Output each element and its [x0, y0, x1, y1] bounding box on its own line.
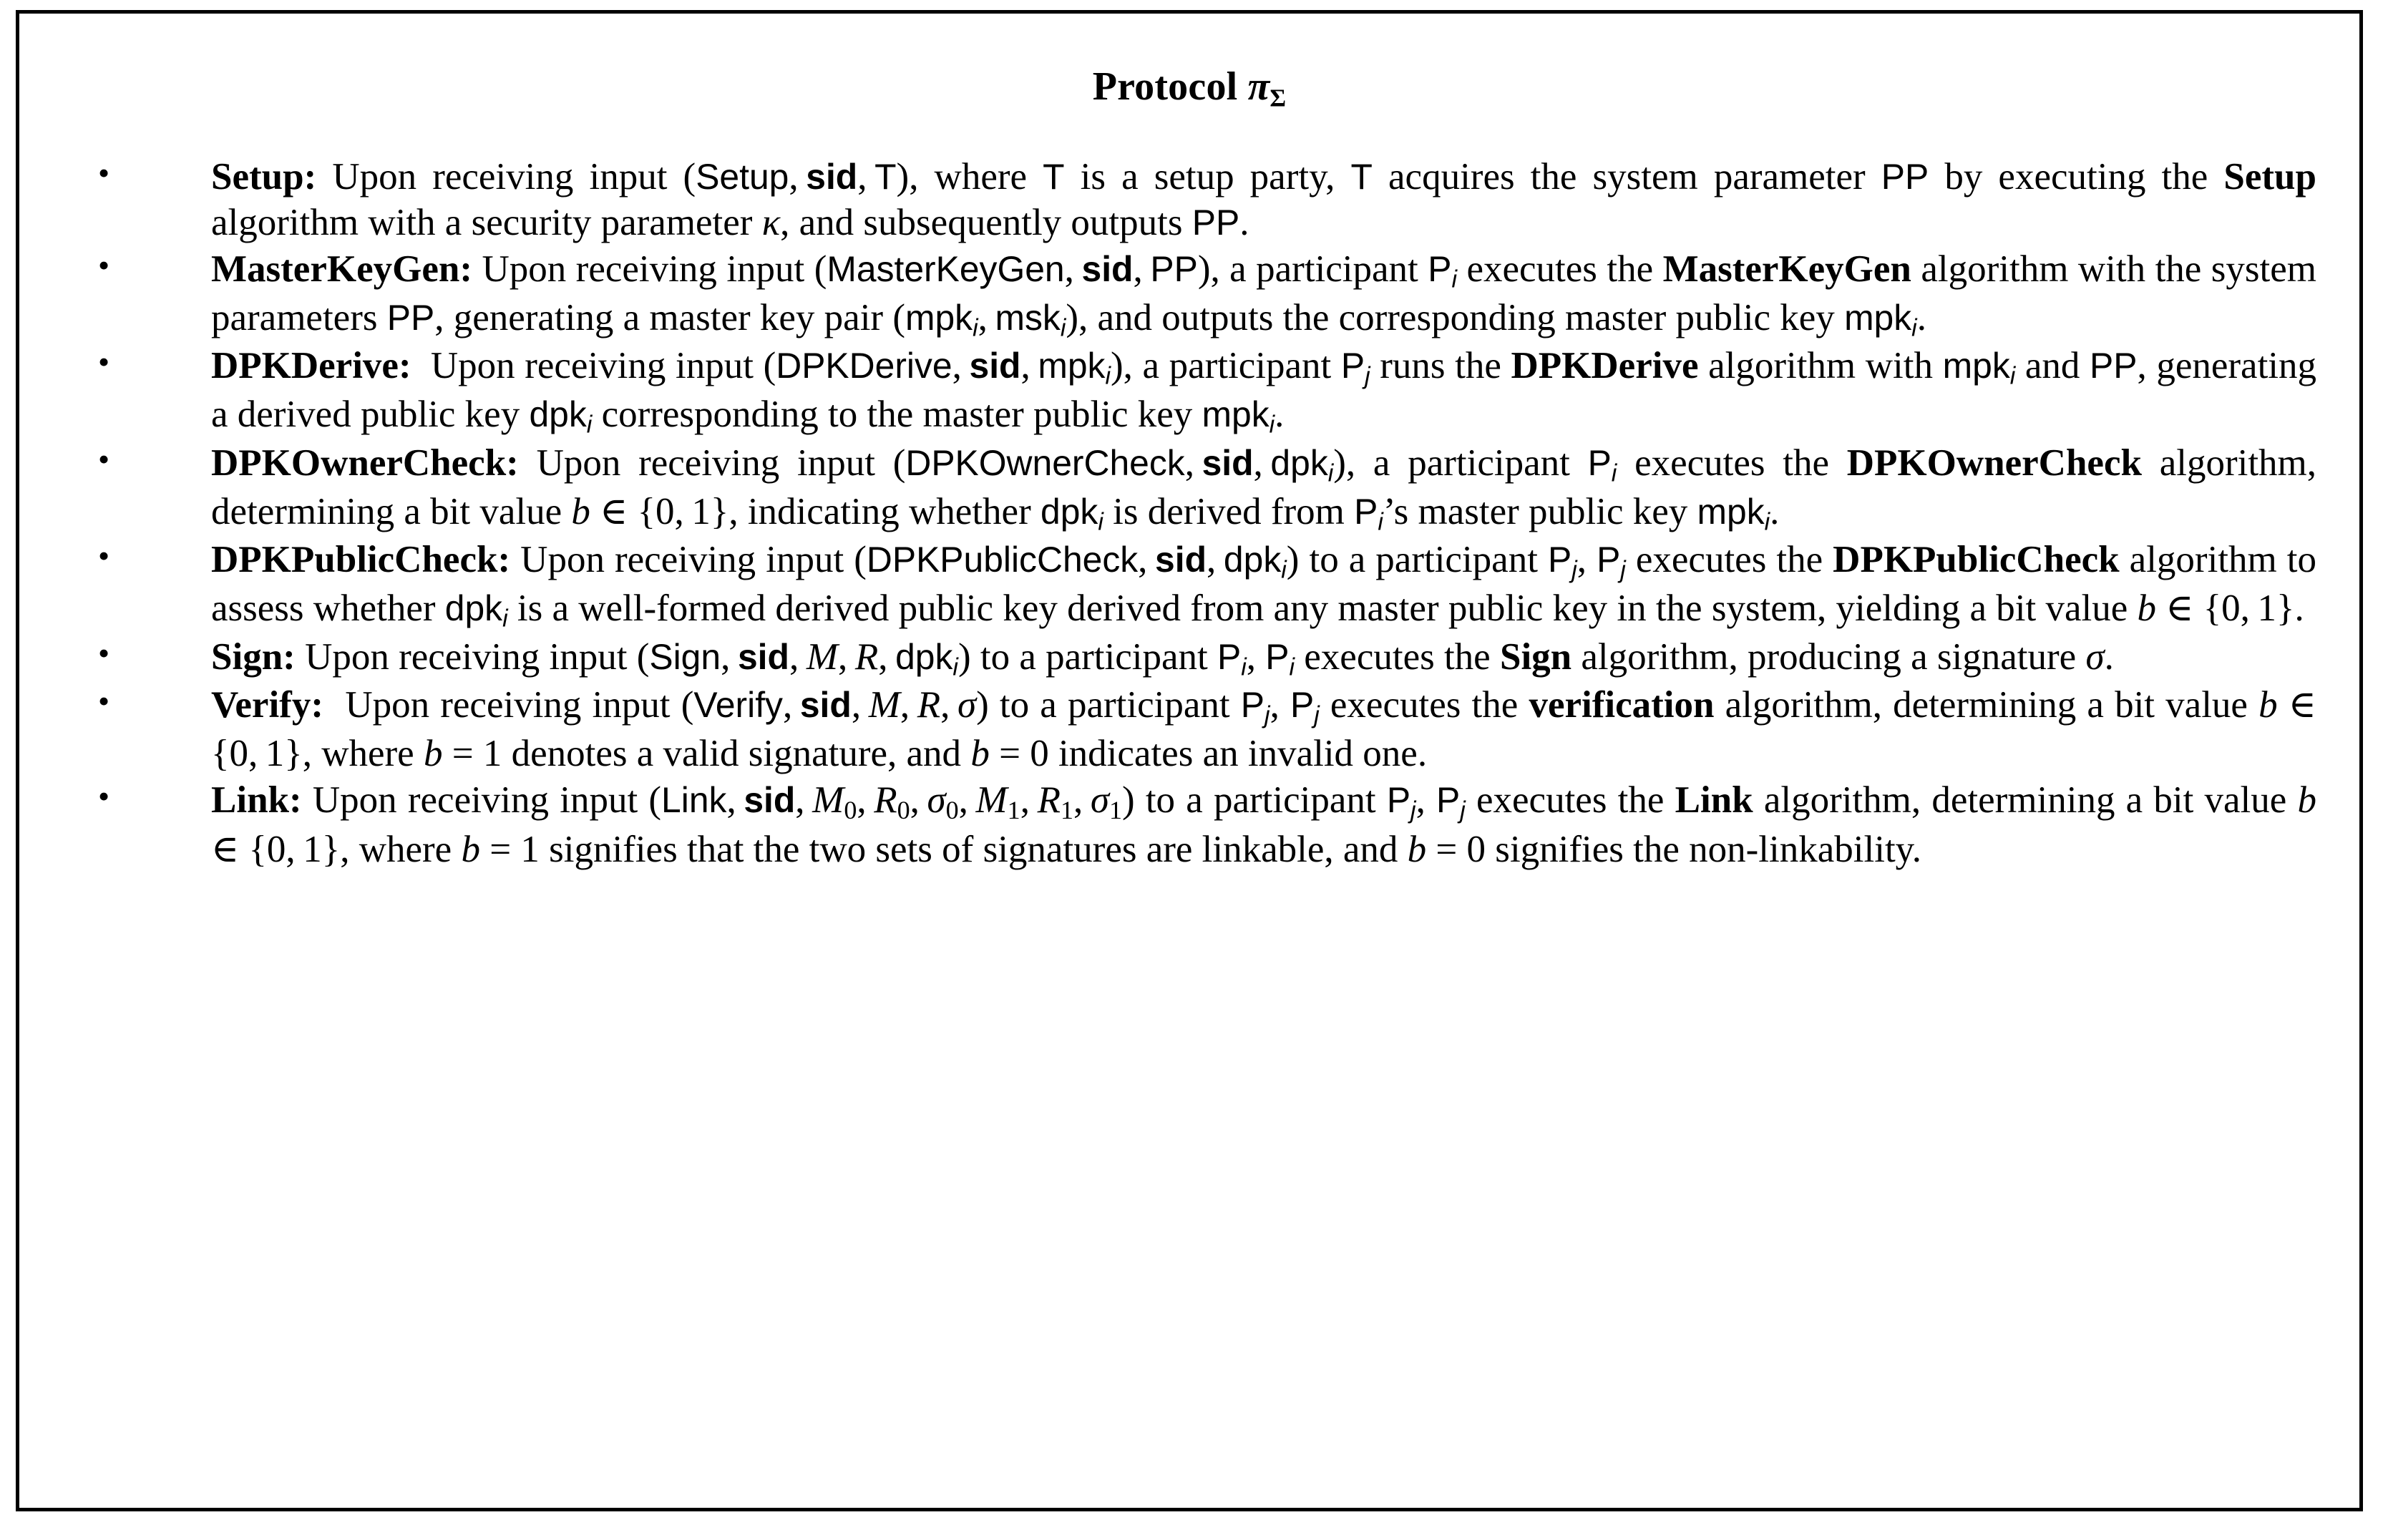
term-description: Upon receiving input (MasterKeyGen, sid,…: [211, 248, 2317, 342]
term-description: Upon receiving input (Sign, sid, M, R, d…: [305, 635, 2114, 681]
term-label: DPKPublicCheck:: [211, 539, 511, 581]
term-description: Upon receiving input (Link, sid, M0, R0,…: [211, 779, 2316, 870]
pi-glyph: π: [1247, 64, 1270, 109]
pi-symbol: πΣ: [1247, 64, 1287, 112]
term-description: Upon receiving input (DPKDerive, sid, mp…: [211, 345, 2317, 439]
term-label: MasterKeyGen:: [211, 248, 472, 290]
term-description: Upon receiving input (Verify, sid, M, R,…: [211, 684, 2317, 775]
term-label: Setup:: [211, 155, 317, 198]
term-label: DPKDerive:: [211, 345, 411, 387]
protocol-figure-box: Protocol πΣ Setup: Upon receiving input …: [16, 10, 2363, 1511]
term-description: Upon receiving input (DPKPublicCheck, si…: [211, 539, 2317, 633]
list-item-sign: Sign: Upon receiving input (Sign, sid, M…: [19, 633, 2359, 683]
term-description: Upon receiving input (DPKOwnerCheck, sid…: [211, 442, 2317, 536]
list-item-dpkownercheck: DPKOwnerCheck: Upon receiving input (DPK…: [19, 439, 2359, 537]
list-item-setup: Setup: Upon receiving input (Setup, sid,…: [19, 152, 2359, 246]
term-description: Upon receiving input (Setup, sid, T), wh…: [211, 155, 2316, 244]
title-prefix: Protocol: [1092, 64, 1238, 109]
list-item-verify: Verify: Upon receiving input (Verify, si…: [19, 681, 2359, 776]
protocol-interface-list: Setup: Upon receiving input (Setup, sid,…: [19, 152, 2359, 872]
sigma-subscript: Σ: [1270, 84, 1287, 112]
term-label: DPKOwnerCheck:: [211, 442, 519, 484]
term-label: Sign:: [211, 635, 296, 678]
list-item-dpkpubliccheck: DPKPublicCheck: Upon receiving input (DP…: [19, 535, 2359, 633]
page-title: Protocol πΣ: [19, 64, 2359, 112]
list-item-link: Link: Upon receiving input (Link, sid, M…: [19, 776, 2359, 872]
term-label: Link:: [211, 779, 302, 821]
term-label: Verify:: [211, 684, 323, 726]
list-item-dpkderive: DPKDerive: Upon receiving input (DPKDeri…: [19, 341, 2359, 439]
list-item-masterkeygen: MasterKeyGen: Upon receiving input (Mast…: [19, 245, 2359, 343]
